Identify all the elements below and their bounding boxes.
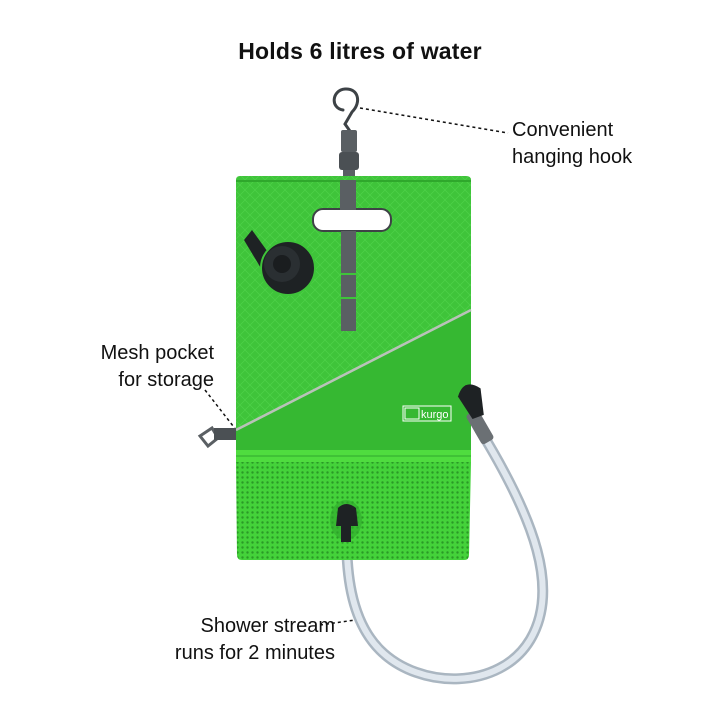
mesh-callout-line1: Mesh pocket bbox=[100, 342, 214, 364]
mesh-callout-line2: for storage bbox=[118, 369, 214, 391]
side-clip-icon bbox=[197, 425, 236, 449]
shower-callout: Shower stream runs for 2 minutes bbox=[160, 613, 335, 667]
carry-handle bbox=[312, 208, 392, 232]
valve-icon bbox=[330, 500, 362, 542]
lower-panel bbox=[236, 310, 471, 450]
hook-callout-line2: hanging hook bbox=[512, 146, 633, 168]
mesh-callout-line bbox=[204, 389, 259, 459]
hook-callout-line1: Convenient bbox=[512, 119, 614, 141]
reflective-stripe bbox=[235, 308, 472, 432]
shower-callout-line2: runs for 2 minutes bbox=[174, 642, 335, 664]
svg-text:kurgo: kurgo bbox=[421, 409, 449, 421]
hook-callout-line bbox=[359, 107, 509, 134]
headline: Holds 6 litres of water bbox=[238, 38, 482, 64]
kurgo-logo-icon: kurgo bbox=[402, 405, 452, 422]
shower-callout-line1: Shower stream bbox=[200, 615, 336, 637]
hanging-hook-icon bbox=[332, 87, 360, 182]
hook-callout: Convenient hanging hook bbox=[512, 117, 632, 171]
strap bbox=[340, 180, 356, 210]
mesh-callout: Mesh pocket for storage bbox=[84, 340, 214, 394]
shower-nozzle-icon bbox=[457, 384, 494, 445]
fill-cap-icon bbox=[244, 230, 316, 296]
